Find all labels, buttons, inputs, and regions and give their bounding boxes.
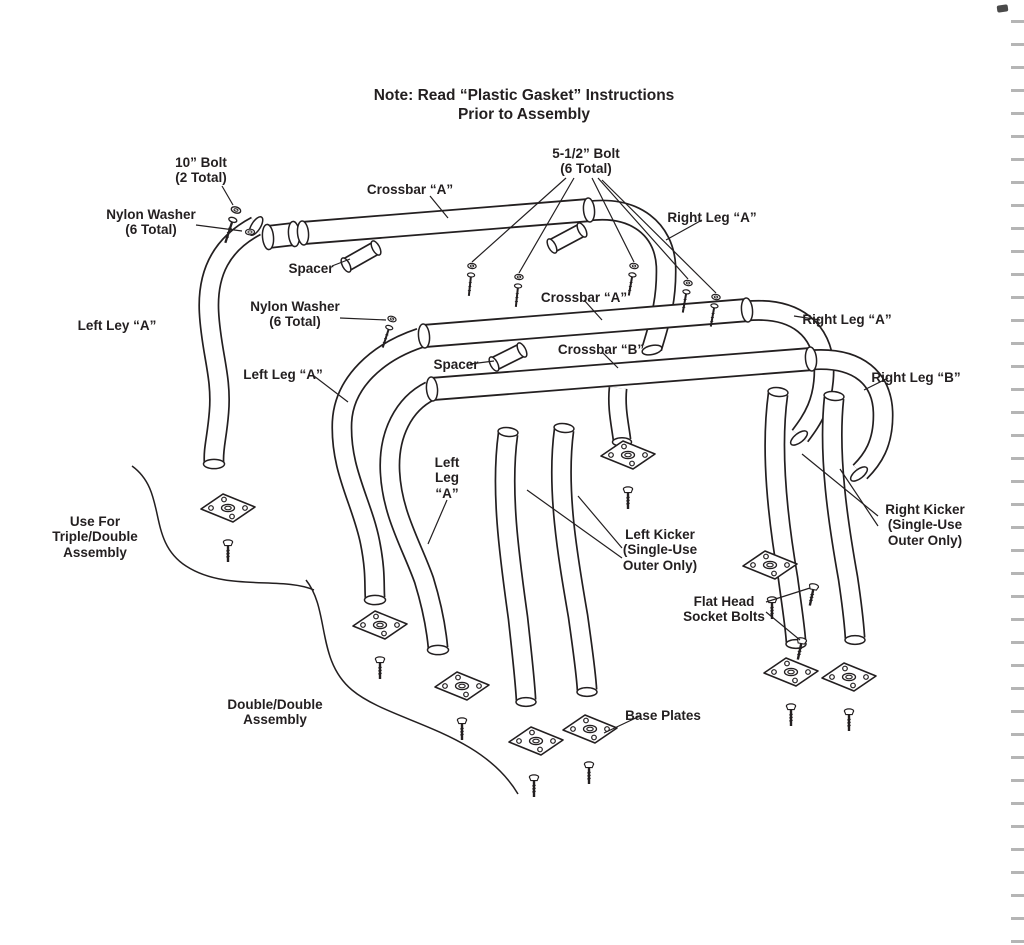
label-spacer-mid: Spacer (433, 357, 479, 372)
crossbar-b-tube (425, 346, 818, 402)
base-plate-icon (200, 493, 256, 523)
base-plate-icon (352, 610, 408, 640)
right-leg-b-tube (809, 349, 894, 482)
flat-head-socket-bolt-icon (804, 581, 821, 608)
base-plate-icon (508, 726, 564, 756)
spacer-top-piece-1 (340, 240, 382, 273)
right-kicker-tube-2 (821, 390, 866, 646)
crossbar-a-top-tube (296, 197, 596, 246)
bolt-icon (510, 272, 525, 309)
left-kicker-tube-1 (494, 426, 537, 708)
label-double-double-assembly: Double/Double Assembly (227, 697, 323, 728)
triple-double-divider-curve (131, 465, 315, 591)
bolt-icon (528, 773, 540, 799)
center-leg-stub-tube (608, 387, 633, 447)
label-right-kicker: Right Kicker (Single-Use Outer Only) (885, 502, 965, 548)
page-edge-ticks (1011, 0, 1024, 945)
label-spacer-top: Spacer (288, 261, 334, 276)
bolt-icon (843, 707, 855, 733)
label-base-plates: Base Plates (625, 708, 701, 723)
label-right-leg-a-mid: Right Leg “A” (802, 312, 892, 327)
label-5-half-bolt: 5-1/2” Bolt (6 Total) (552, 146, 620, 177)
washer-icon (244, 228, 256, 236)
left-kicker-tube-2 (550, 422, 598, 698)
spacer-top-piece-2 (546, 222, 588, 254)
base-plate-icon (562, 714, 618, 744)
leader-lines (195, 177, 889, 734)
base-plate-icon (821, 662, 877, 692)
label-flat-head-socket-bolts: Flat Head Socket Bolts (683, 594, 765, 625)
bolt-icon (622, 485, 634, 511)
label-nylon-washer-top: Nylon Washer (6 Total) (106, 207, 196, 238)
bolt-icon (222, 538, 234, 564)
plastic-gasket-collar (261, 220, 301, 251)
bolt-icon (374, 655, 386, 681)
diagram-note-title: Note: Read “Plastic Gasket” Instructions… (373, 87, 675, 124)
label-nylon-washer-mid: Nylon Washer (6 Total) (250, 299, 340, 330)
left-ley-a-tube (198, 216, 264, 470)
bolt-icon (456, 716, 468, 742)
label-left-ley-a: Left Ley “A” (77, 318, 157, 333)
base-plate-icon (600, 440, 656, 470)
label-left-leg-a-mid: Left Leg “A” (243, 367, 323, 382)
base-plate-icon (763, 657, 819, 687)
bolt-icon (463, 261, 478, 298)
left-leg-a-lower-tube (379, 381, 450, 656)
assembly-divider-curves (131, 465, 519, 795)
crossbar-a-mid-tube (417, 297, 754, 349)
label-right-leg-b: Right Leg “B” (871, 370, 961, 385)
bolt-icon (785, 702, 797, 728)
double-double-divider-curve (305, 579, 519, 795)
hanging-bolts-group (219, 204, 722, 350)
bolt-icon (583, 760, 595, 786)
label-left-kicker: Left Kicker (Single-Use Outer Only) (622, 527, 698, 573)
label-crossbar-a-mid: Crossbar “A” (540, 290, 628, 305)
label-crossbar-b: Crossbar “B” (557, 342, 645, 357)
label-10in-bolt: 10” Bolt (2 Total) (175, 155, 227, 186)
label-use-for-triple-double: Use For Triple/Double Assembly (52, 514, 138, 560)
base-plate-icon (434, 671, 490, 701)
label-right-leg-a-top: Right Leg “A” (667, 210, 757, 225)
left-leg-a-mid-tube (331, 328, 424, 606)
label-left-leg-a-lower: Left Leg “A” (434, 455, 460, 501)
label-crossbar-a-top: Crossbar “A” (366, 182, 454, 197)
spacer-mid-piece (488, 342, 528, 372)
